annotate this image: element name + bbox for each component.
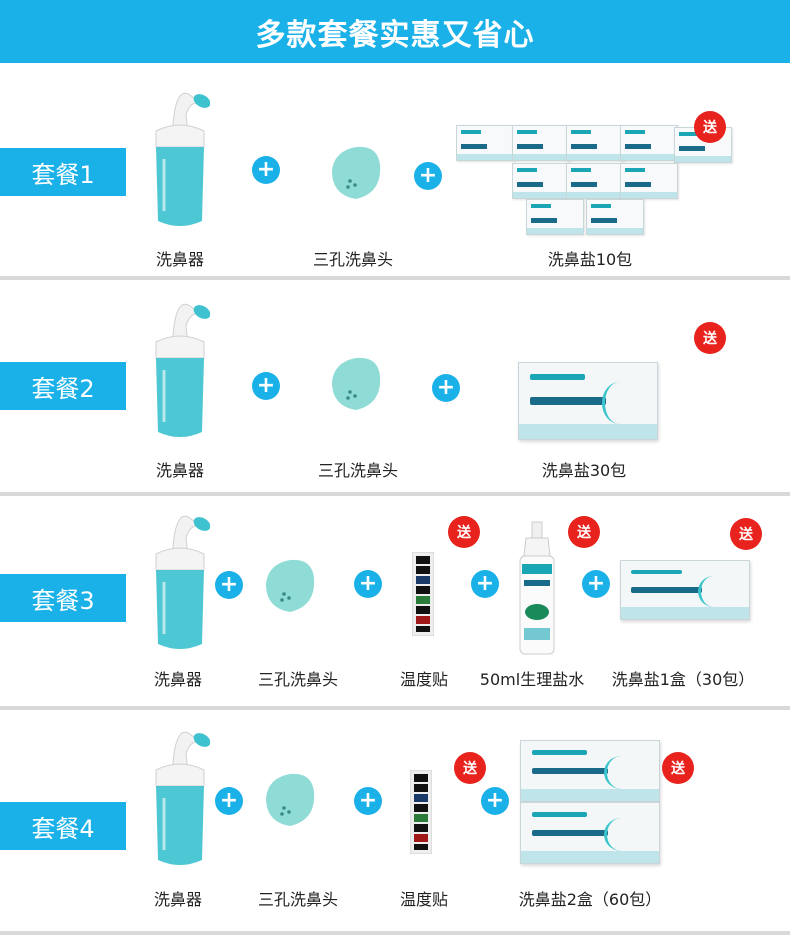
item-label: 50ml生理盐水 — [479, 670, 585, 689]
three-hole-nozzle — [332, 357, 381, 410]
page-title: 多款套餐实惠又省心 — [0, 0, 790, 63]
nasal-irrigator-bottle — [155, 303, 210, 437]
plus-icon: + — [354, 787, 382, 815]
package-1: 套餐1 + + 送 洗鼻器 三孔洗鼻头 洗鼻盐10包 — [0, 63, 790, 278]
package-4: 套餐4 + + 送 + 送 洗鼻器 三孔洗鼻头 温度贴 洗鼻盐2盒（60包） — [0, 710, 790, 935]
nasal-irrigator-bottle — [155, 515, 210, 649]
nasal-irrigator-bottle — [155, 731, 210, 865]
nasal-salt-1-box — [620, 560, 750, 620]
item-label: 洗鼻器 — [155, 461, 205, 480]
item-label: 洗鼻器 — [155, 250, 205, 269]
package-badge: 套餐1 — [0, 148, 126, 196]
item-label: 洗鼻器 — [153, 890, 203, 909]
package-badge: 套餐2 — [0, 362, 126, 410]
item-label: 洗鼻盐10包 — [547, 250, 633, 269]
plus-icon: + — [414, 162, 442, 190]
gift-badge: 送 — [694, 322, 726, 354]
three-hole-nozzle — [266, 773, 315, 826]
package-badge: 套餐3 — [0, 574, 126, 622]
nasal-salt-box-top — [520, 740, 660, 802]
gift-badge: 送 — [662, 752, 694, 784]
section-divider — [0, 706, 790, 710]
temperature-sticker — [412, 552, 434, 636]
item-label: 洗鼻盐1盒（30包） — [611, 670, 755, 689]
plus-icon: + — [354, 570, 382, 598]
section-divider — [0, 276, 790, 280]
saline-spray-bottle — [519, 521, 555, 655]
item-label: 三孔洗鼻头 — [257, 890, 339, 909]
plus-icon: + — [582, 570, 610, 598]
three-hole-nozzle — [332, 146, 381, 199]
item-label: 温度贴 — [399, 890, 449, 909]
gift-badge: 送 — [730, 518, 762, 550]
package-2: 套餐2 + + 送 洗鼻器 三孔洗鼻头 洗鼻盐30包 — [0, 280, 790, 492]
plus-icon: + — [432, 374, 460, 402]
item-label: 洗鼻盐2盒（60包） — [518, 890, 662, 909]
nasal-salt-10-packs — [452, 121, 732, 236]
item-label: 温度贴 — [399, 670, 449, 689]
nasal-irrigator-bottle — [155, 92, 210, 226]
item-label: 洗鼻器 — [153, 670, 203, 689]
nasal-salt-box-bottom — [520, 802, 660, 864]
section-divider — [0, 931, 790, 935]
plus-icon: + — [471, 570, 499, 598]
gift-badge: 送 — [454, 752, 486, 784]
plus-icon: + — [481, 787, 509, 815]
plus-icon: + — [215, 571, 243, 599]
section-divider — [0, 492, 790, 496]
plus-icon: + — [252, 156, 280, 184]
temperature-sticker — [410, 770, 432, 854]
three-hole-nozzle — [266, 559, 315, 612]
plus-icon: + — [252, 372, 280, 400]
gift-badge: 送 — [448, 516, 480, 548]
package-badge: 套餐4 — [0, 802, 126, 850]
gift-badge: 送 — [694, 111, 726, 143]
item-label: 三孔洗鼻头 — [257, 670, 339, 689]
item-label: 三孔洗鼻头 — [312, 250, 394, 269]
gift-badge: 送 — [568, 516, 600, 548]
nasal-salt-30-packs-box — [518, 362, 658, 440]
package-3: 套餐3 + + 送 + 送 + 送 洗鼻器 三孔洗鼻头 温度贴 50ml生理盐水… — [0, 496, 790, 706]
item-label: 三孔洗鼻头 — [317, 461, 399, 480]
plus-icon: + — [215, 787, 243, 815]
item-label: 洗鼻盐30包 — [541, 461, 627, 480]
